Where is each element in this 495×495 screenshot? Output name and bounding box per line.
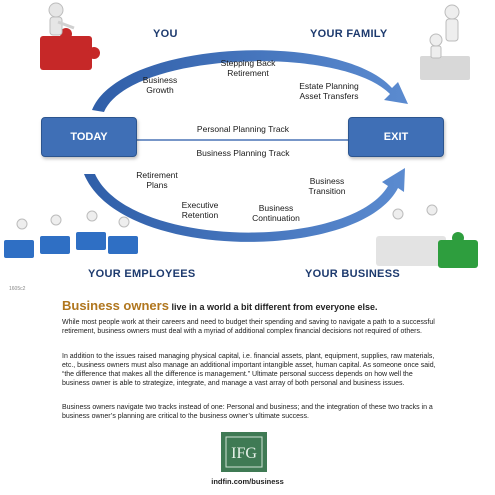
paragraph-3: Business owners navigate two tracks inst… — [62, 404, 433, 420]
label-your-employees: YOUR EMPLOYEES — [88, 268, 196, 280]
exit-box: EXIT — [348, 117, 444, 157]
label-your-business: YOUR BUSINESS — [305, 268, 400, 280]
node-business-continuation: Business Continuation — [252, 203, 300, 223]
node-business-transition: Business Transition — [308, 176, 346, 196]
person-red-puzzle-figure — [40, 2, 100, 70]
upper-arc-arrow — [92, 50, 408, 112]
headline-emphasis: Business owners — [62, 298, 169, 313]
today-box: TODAY — [41, 117, 137, 157]
logo-text: IFG — [231, 445, 257, 462]
employee-figures — [4, 210, 138, 258]
business-track-label: Business Planning Track — [196, 148, 290, 158]
node-estate-planning: Estate Planning Asset Transfers — [299, 81, 359, 101]
family-figures — [420, 4, 470, 80]
node-executive-retention: Executive Retention — [181, 200, 219, 220]
paragraph-2: In addition to the issues raised managin… — [62, 353, 436, 387]
node-stepping-back-retirement: Stepping Back Retirement — [220, 58, 276, 78]
node-business-growth: Business Growth — [142, 75, 178, 95]
image-code: 1605c2 — [9, 286, 26, 292]
business-figures — [376, 204, 478, 268]
label-you: YOU — [153, 28, 178, 40]
personal-track-label: Personal Planning Track — [196, 124, 290, 134]
headline: Business owners live in a world a bit di… — [62, 297, 378, 315]
website-url[interactable]: indfin.com/business — [211, 477, 284, 486]
label-your-family: YOUR FAMILY — [310, 28, 388, 40]
paragraph-1: While most people work at their careers … — [62, 319, 435, 335]
node-retirement-plans: Retirement Plans — [136, 170, 178, 190]
lower-arc-arrow — [84, 168, 405, 242]
headline-rest: live in a world a bit different from eve… — [168, 302, 378, 312]
ifg-logo: IFG — [221, 432, 267, 472]
ifg-logo-mark: IFG — [225, 436, 263, 468]
planning-diagram — [4, 2, 478, 268]
